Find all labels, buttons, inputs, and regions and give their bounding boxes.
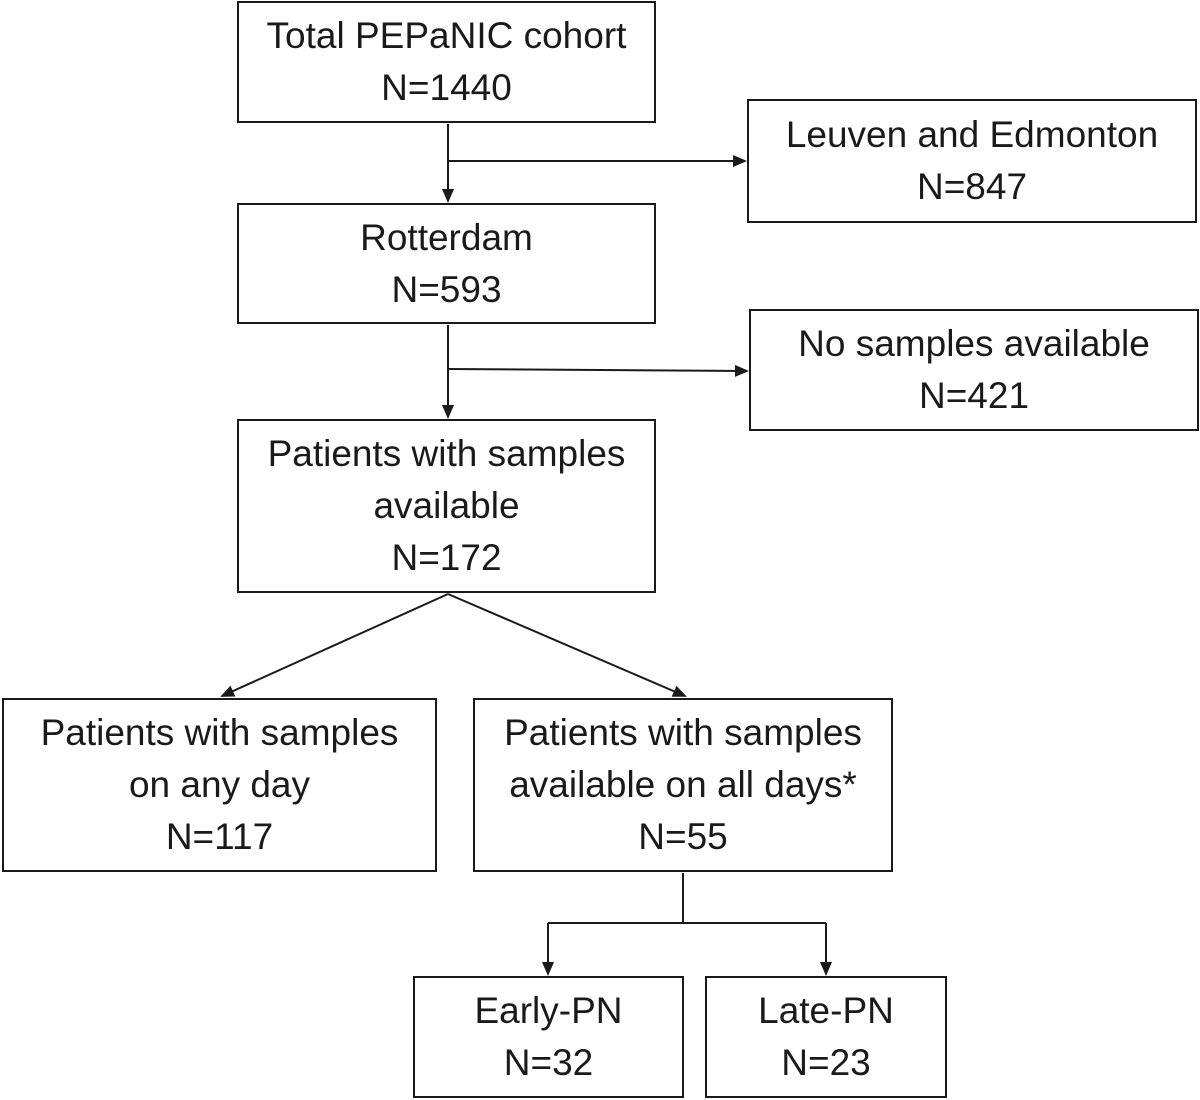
box-total-count: N=1440 [381, 67, 512, 108]
box-leuven-edmonton: Leuven and Edmonton N=847 [747, 99, 1197, 223]
box-late-pn: Late-PN N=23 [705, 976, 947, 1098]
box-early-pn: Early-PN N=32 [413, 976, 684, 1098]
box-any-day-count: N=117 [165, 816, 274, 857]
box-early-pn-count: N=32 [503, 1042, 594, 1083]
box-any-day: Patients with samples on any day N=117 [2, 698, 437, 872]
box-early-pn-title: Early-PN [474, 990, 623, 1031]
box-any-day-line1: Patients with samples [40, 712, 399, 753]
box-with-samples-count: N=172 [391, 537, 502, 578]
arrow-to-all-days [447, 593, 687, 697]
box-no-samples-count: N=421 [918, 375, 1030, 416]
box-rotterdam-title: Rotterdam [360, 216, 533, 258]
box-with-samples-line1: Patients with samples [267, 433, 626, 474]
box-all-days: Patients with samples available on all d… [473, 698, 893, 872]
box-leuven-title: Leuven and Edmonton [785, 114, 1159, 155]
box-late-pn-title: Late-PN [758, 990, 894, 1031]
box-rotterdam: Rotterdam N=593 [237, 203, 656, 324]
arrow-to-any-day [220, 593, 449, 697]
box-total-title: Total PEPaNIC cohort [266, 15, 627, 56]
box-all-days-line2: available on all days* [509, 764, 857, 805]
box-rotterdam-count: N=593 [391, 268, 502, 310]
box-late-pn-count: N=23 [781, 1042, 871, 1083]
box-all-days-count: N=55 [638, 816, 728, 857]
box-with-samples: Patients with samples available N=172 [237, 419, 656, 593]
box-all-days-line1: Patients with samples [504, 712, 862, 753]
box-total-cohort: Total PEPaNIC cohort N=1440 [237, 1, 656, 123]
box-no-samples-title: No samples available [798, 323, 1150, 364]
box-with-samples-line2: available [373, 485, 520, 526]
box-any-day-line2: on any day [128, 764, 311, 805]
arrow-to-no-samples [447, 364, 749, 377]
box-no-samples: No samples available N=421 [749, 309, 1199, 431]
box-leuven-count: N=847 [916, 166, 1028, 207]
